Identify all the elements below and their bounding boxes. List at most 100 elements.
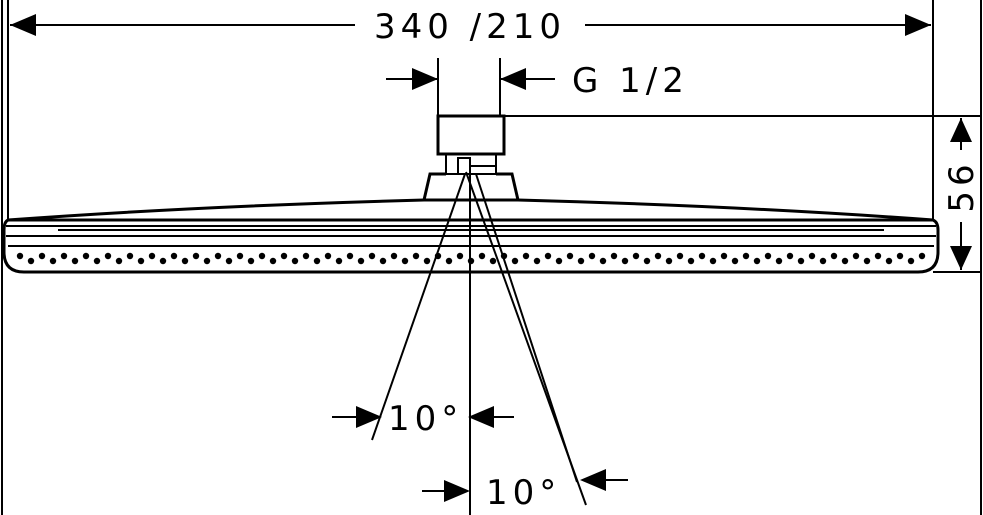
nozzle-dot xyxy=(93,257,101,265)
nozzle-dot xyxy=(280,252,288,260)
nozzle-dot xyxy=(533,257,541,265)
nozzle-dot xyxy=(291,257,299,265)
nozzle-dot xyxy=(247,257,255,265)
nozzle-dot xyxy=(742,252,750,260)
nozzle-dot xyxy=(489,257,497,265)
nozzle-dot xyxy=(225,257,233,265)
nozzle-dot xyxy=(764,252,772,260)
nozzle-dot xyxy=(676,252,684,260)
left-angle-label: 10° xyxy=(388,399,463,439)
nozzle-dot xyxy=(621,257,629,265)
connector-dimension: G 1/2 xyxy=(386,58,689,116)
nozzle-dot xyxy=(445,257,453,265)
nozzle-dot xyxy=(599,257,607,265)
nozzle-dot xyxy=(896,252,904,260)
nozzle-dot xyxy=(390,252,398,260)
height-arrow-bottom xyxy=(950,246,972,270)
disc-top-edge xyxy=(7,198,934,222)
nozzle-dot xyxy=(346,252,354,260)
ball-joint-slot xyxy=(457,157,471,175)
right-angle-label: 10° xyxy=(486,473,561,513)
nozzle-dot xyxy=(907,257,915,265)
nozzle-dot xyxy=(885,257,893,265)
nozzle-dot xyxy=(698,252,706,260)
connector-arrow-right xyxy=(500,68,526,90)
nozzle-dot xyxy=(775,257,783,265)
left-angle-arrow-inner xyxy=(468,406,494,428)
nozzle-dot xyxy=(148,252,156,260)
nozzle-dot xyxy=(104,252,112,260)
width-arrow-left xyxy=(10,14,36,36)
nozzle-dot xyxy=(82,252,90,260)
nozzle-dot xyxy=(423,257,431,265)
height-dimension: 56 xyxy=(504,115,982,273)
nozzle-dot xyxy=(511,257,519,265)
nozzle-dot xyxy=(258,252,266,260)
nozzle-dot xyxy=(720,252,728,260)
nozzle-dot xyxy=(808,252,816,260)
disc-rim xyxy=(2,218,940,274)
nozzle-dot xyxy=(654,252,662,260)
nozzle-dot xyxy=(687,257,695,265)
nozzle-dot xyxy=(863,257,871,265)
nozzle-dot xyxy=(731,257,739,265)
nozzle-dot xyxy=(159,257,167,265)
nozzle-row xyxy=(16,252,926,265)
nozzle-dot xyxy=(577,257,585,265)
nozzle-dot xyxy=(753,257,761,265)
nozzle-dot xyxy=(203,257,211,265)
nozzle-dot xyxy=(214,252,222,260)
nozzle-dot xyxy=(335,257,343,265)
nozzle-dot xyxy=(126,252,134,260)
nozzle-dot xyxy=(170,252,178,260)
width-label: 340 /210 xyxy=(374,7,566,47)
connector-arrow-left xyxy=(412,68,438,90)
nozzle-dot xyxy=(456,252,464,260)
nozzle-dot xyxy=(60,252,68,260)
nozzle-dot xyxy=(566,252,574,260)
nozzle-dot xyxy=(665,257,673,265)
nozzle-dot xyxy=(137,257,145,265)
nozzle-dot xyxy=(16,252,24,260)
nozzle-dot xyxy=(313,257,321,265)
nozzle-dot xyxy=(632,252,640,260)
nozzle-dot xyxy=(918,252,926,260)
left-angle-arrow-outer xyxy=(356,406,382,428)
nozzle-dot xyxy=(412,252,420,260)
right-angle-arrow-inner xyxy=(580,469,606,491)
nozzle-dot xyxy=(478,252,486,260)
height-arrow-top xyxy=(950,118,972,142)
nozzle-dot xyxy=(830,252,838,260)
nozzle-dot xyxy=(588,252,596,260)
nozzle-dot xyxy=(852,252,860,260)
nozzle-dot xyxy=(786,252,794,260)
nozzle-dot xyxy=(709,257,717,265)
nozzle-dot xyxy=(71,257,79,265)
nozzle-dot xyxy=(401,257,409,265)
nozzle-dot xyxy=(874,252,882,260)
nozzle-dot xyxy=(819,257,827,265)
nozzle-dot xyxy=(368,252,376,260)
nozzle-dot xyxy=(522,252,530,260)
spray-left-line xyxy=(371,173,466,441)
nozzle-dot xyxy=(269,257,277,265)
connector-nut xyxy=(436,114,506,156)
height-label: 56 xyxy=(942,159,982,212)
nozzle-dot xyxy=(357,257,365,265)
nozzle-dot xyxy=(27,257,35,265)
connector-label: G 1/2 xyxy=(572,61,689,101)
nozzle-dot xyxy=(841,257,849,265)
spray-right-line-outer xyxy=(475,173,578,483)
width-dimension: 340 /210 xyxy=(7,0,934,220)
nozzle-dot xyxy=(49,257,57,265)
nozzle-dot xyxy=(192,252,200,260)
nozzle-dot xyxy=(797,257,805,265)
width-arrow-right xyxy=(905,14,931,36)
nozzle-dot xyxy=(643,257,651,265)
right-angle-arrow-outer xyxy=(444,480,470,502)
nozzle-dot xyxy=(379,257,387,265)
nozzle-dot xyxy=(324,252,332,260)
spray-angle-lines xyxy=(371,171,587,515)
nozzle-dot xyxy=(555,257,563,265)
